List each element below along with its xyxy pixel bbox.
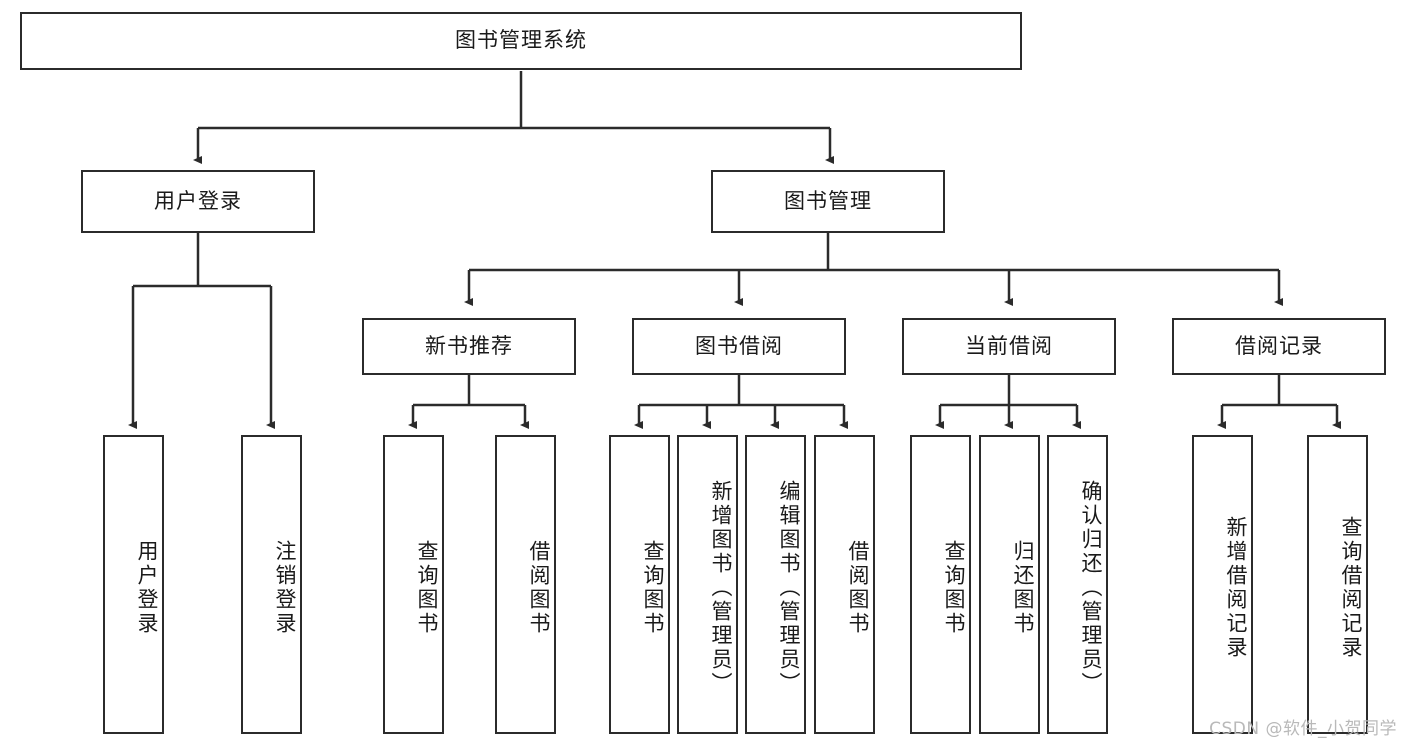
- leaf-add-book[interactable]: 新增图书（管理员）: [677, 435, 738, 734]
- leaf-borrow-book-2[interactable]: 借阅图书: [814, 435, 875, 734]
- leaf-user-logout[interactable]: 注销登录: [241, 435, 302, 734]
- leaf-return-book-label: 归还图书: [1011, 539, 1035, 636]
- node-book-manage-label: 图书管理: [784, 188, 872, 213]
- leaf-query-book-3-label: 查询图书: [942, 539, 966, 636]
- leaf-query-record[interactable]: 查询借阅记录: [1307, 435, 1368, 734]
- leaf-user-logout-label: 注销登录: [273, 539, 297, 636]
- node-root[interactable]: 图书管理系统: [20, 12, 1022, 70]
- leaf-borrow-book-2-label: 借阅图书: [846, 539, 870, 636]
- leaf-query-book-3[interactable]: 查询图书: [910, 435, 971, 734]
- leaf-add-book-label: 新增图书（管理员）: [709, 479, 733, 696]
- leaf-query-book-1-label: 查询图书: [415, 539, 439, 636]
- node-book-borrow-label: 图书借阅: [695, 333, 783, 358]
- leaf-edit-book-label: 编辑图书（管理员）: [777, 479, 801, 696]
- leaf-add-record[interactable]: 新增借阅记录: [1192, 435, 1253, 734]
- watermark-text: CSDN @软件_小贺同学: [1209, 719, 1397, 739]
- node-user-login-label: 用户登录: [154, 188, 242, 213]
- leaf-query-book-1[interactable]: 查询图书: [383, 435, 444, 734]
- leaf-query-book-2-label: 查询图书: [641, 539, 665, 636]
- node-new-book-rec[interactable]: 新书推荐: [362, 318, 576, 375]
- node-borrow-record-label: 借阅记录: [1235, 333, 1323, 358]
- leaf-borrow-book-1-label: 借阅图书: [527, 539, 551, 636]
- leaf-edit-book[interactable]: 编辑图书（管理员）: [745, 435, 806, 734]
- leaf-borrow-book-1[interactable]: 借阅图书: [495, 435, 556, 734]
- node-user-login[interactable]: 用户登录: [81, 170, 315, 233]
- node-book-manage[interactable]: 图书管理: [711, 170, 945, 233]
- leaf-user-login-label: 用户登录: [135, 539, 159, 636]
- node-root-label: 图书管理系统: [455, 28, 587, 53]
- node-new-book-rec-label: 新书推荐: [425, 333, 513, 358]
- leaf-user-login[interactable]: 用户登录: [103, 435, 164, 734]
- node-current-borrow[interactable]: 当前借阅: [902, 318, 1116, 375]
- leaf-confirm-return-label: 确认归还（管理员）: [1079, 479, 1103, 696]
- node-current-borrow-label: 当前借阅: [965, 333, 1053, 358]
- leaf-query-book-2[interactable]: 查询图书: [609, 435, 670, 734]
- leaf-add-record-label: 新增借阅记录: [1224, 515, 1248, 660]
- node-borrow-record[interactable]: 借阅记录: [1172, 318, 1386, 375]
- leaf-confirm-return[interactable]: 确认归还（管理员）: [1047, 435, 1108, 734]
- leaf-return-book[interactable]: 归还图书: [979, 435, 1040, 734]
- leaf-query-record-label: 查询借阅记录: [1339, 515, 1363, 660]
- node-book-borrow[interactable]: 图书借阅: [632, 318, 846, 375]
